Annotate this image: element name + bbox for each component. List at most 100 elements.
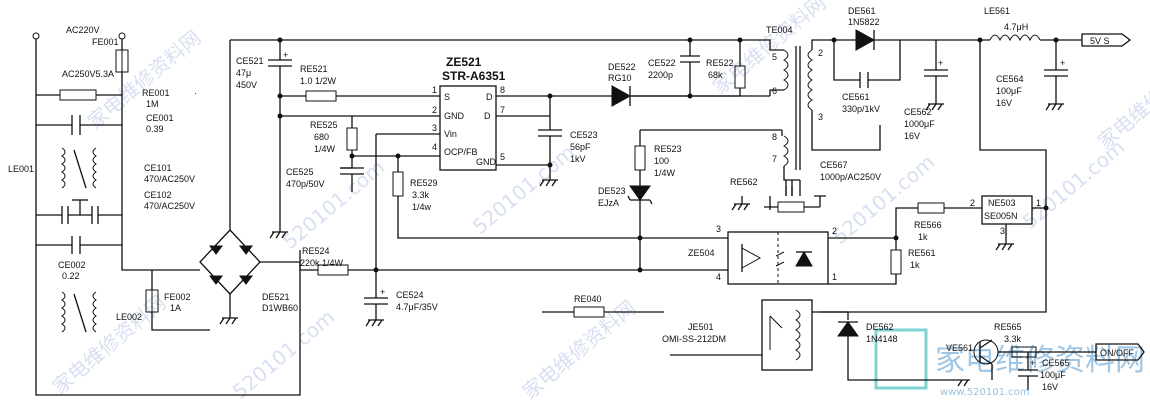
ac-input-label: AC220V: [66, 25, 100, 35]
re001-resistor: [59, 89, 97, 101]
ce562-plus: +: [938, 58, 943, 68]
re524-value: 220k 1/4W: [300, 258, 344, 268]
te004-primary: [783, 49, 789, 91]
ic-pin-1: 1: [432, 85, 437, 95]
re523-value-1: 100: [654, 156, 669, 166]
ce561-label: CE561: [842, 92, 870, 102]
re040-resistor: [573, 306, 605, 318]
ce565-value-2: 16V: [1042, 382, 1058, 392]
ce001-label: CE001: [146, 113, 174, 123]
tp-6: 6: [772, 86, 777, 96]
bridge-rectifier: DE521 D1WB60: [160, 40, 300, 325]
je501-part: OMI-SS-212DM: [662, 334, 726, 344]
ze504-pin-3: 3: [716, 224, 721, 234]
ce564-value-1: 100μF: [996, 86, 1022, 96]
ac-terminal-n: [118, 32, 126, 40]
output-label: 5V S: [1090, 36, 1110, 46]
re522-value: 68k: [708, 70, 723, 80]
de523-value: EJzA: [598, 198, 619, 208]
ce001-value: 0.39: [146, 124, 164, 134]
ic-pin-vin: Vin: [444, 129, 457, 139]
feedback-network: RE525 680 1/4W CE525 470p/50V RE529 3.3k…: [286, 116, 640, 270]
ce522-label: CE522: [648, 58, 676, 68]
le002-coil-a: [61, 291, 66, 333]
watermark-logo: 家电维修资料网 www.520101.com: [874, 328, 1145, 398]
ce567-label: CE567: [820, 160, 848, 170]
re523-resistor: [634, 145, 646, 171]
ce522-value: 2200p: [648, 70, 673, 80]
te004-label: TE004: [766, 25, 793, 35]
ac-input-section: AC220V FE001 AC250V5.3A RE001 1M CE001 0…: [8, 25, 301, 396]
fe001-value: AC250V5.3A: [62, 69, 114, 79]
re529-label: RE529: [410, 178, 438, 188]
le001-label: LE001: [8, 164, 34, 174]
ze504-phototransistor: [741, 247, 762, 269]
ze521-body: [439, 85, 497, 171]
ic-pin-4: 4: [432, 142, 437, 152]
re040-label: RE040: [574, 294, 602, 304]
re561-value: 1k: [910, 260, 920, 270]
ce562-value-1: 1000μF: [904, 119, 935, 129]
ic-pin-5: 5: [500, 152, 505, 162]
re565-label: RE565: [994, 322, 1022, 332]
ce521-plus: +: [283, 50, 288, 60]
de523-label: DE523: [598, 186, 626, 196]
re523-value-2: 1/4W: [654, 168, 676, 178]
ne503-pin-1: 1: [1036, 198, 1041, 208]
de521-value: D1WB60: [262, 303, 298, 313]
ic-pin-2: 2: [432, 105, 437, 115]
re001-label: RE001: [142, 88, 170, 98]
relay-control: RE040 JE501 OMI-SS-212DM DE562 1N4148 VE…: [542, 294, 1145, 392]
de523-zener: [629, 185, 651, 201]
ne503-regulator: NE503 SE005N 1 2 3 RE566 1k RE561 1k: [828, 195, 1046, 285]
ze504-optocoupler: ZE504 3 4 2 1: [640, 224, 896, 285]
je501-label: JE501: [688, 322, 714, 332]
ce521-label: CE521: [236, 56, 264, 66]
ic-pin-3: 3: [432, 123, 437, 133]
de561-value: 1N5822: [848, 17, 880, 27]
de522-value: RG10: [608, 73, 632, 83]
re521-value: 1.0 1/2W: [300, 76, 337, 86]
re561-label: RE561: [908, 248, 936, 258]
de561-diode: [855, 29, 876, 51]
ac-terminal-l: [32, 32, 40, 40]
re525-label: RE525: [310, 120, 338, 130]
bridge-diode-1: [209, 245, 223, 255]
je501-body: [761, 299, 813, 371]
ce524-label: CE524: [396, 290, 424, 300]
re524-label: RE524: [302, 246, 330, 256]
de561-label: DE561: [848, 6, 876, 16]
fe002-value: 1A: [170, 303, 181, 313]
ce002-value: 0.22: [62, 271, 80, 281]
ce561-value: 330p/1kV: [842, 104, 880, 114]
re529-value-1: 3.3k: [412, 190, 430, 200]
watermark-url-3: 520101.com: [468, 140, 580, 239]
ze504-pin-1: 1: [832, 272, 837, 282]
ic-pin-d2: D: [484, 111, 491, 121]
ic-pin-7: 7: [500, 105, 505, 115]
re566-label: RE566: [914, 220, 942, 230]
startup-network: RE524 220k 1/4W + CE524 4.7μF/35V: [299, 246, 640, 327]
ce562-label: CE562: [904, 107, 932, 117]
ce524-plus: +: [380, 287, 385, 297]
fe001-label: FE001: [92, 37, 119, 47]
watermark-cn-5: 家电维修资料网: [1093, 45, 1150, 153]
ce565-value-1: 100μF: [1040, 370, 1066, 380]
ve561-label: VE561: [946, 343, 973, 353]
le002-coil-b: [92, 291, 97, 333]
te004-secondary: [807, 49, 813, 111]
tp-2: 2: [818, 48, 823, 58]
ce101-label: CE101: [144, 163, 172, 173]
re529-resistor: [392, 171, 404, 197]
ce562-value-2: 16V: [904, 131, 920, 141]
re566-value: 1k: [918, 232, 928, 242]
de562-value: 1N4148: [866, 334, 898, 344]
tp-3: 3: [818, 112, 823, 122]
re562-resistor: [777, 201, 805, 213]
ce523-value-1: 56pF: [570, 142, 591, 152]
re566-resistor: [917, 202, 945, 214]
re523-label: RE523: [654, 144, 682, 154]
ce523-value-2: 1kV: [570, 154, 586, 164]
pin-marker: ·: [194, 88, 197, 98]
de562-label: DE562: [866, 322, 894, 332]
